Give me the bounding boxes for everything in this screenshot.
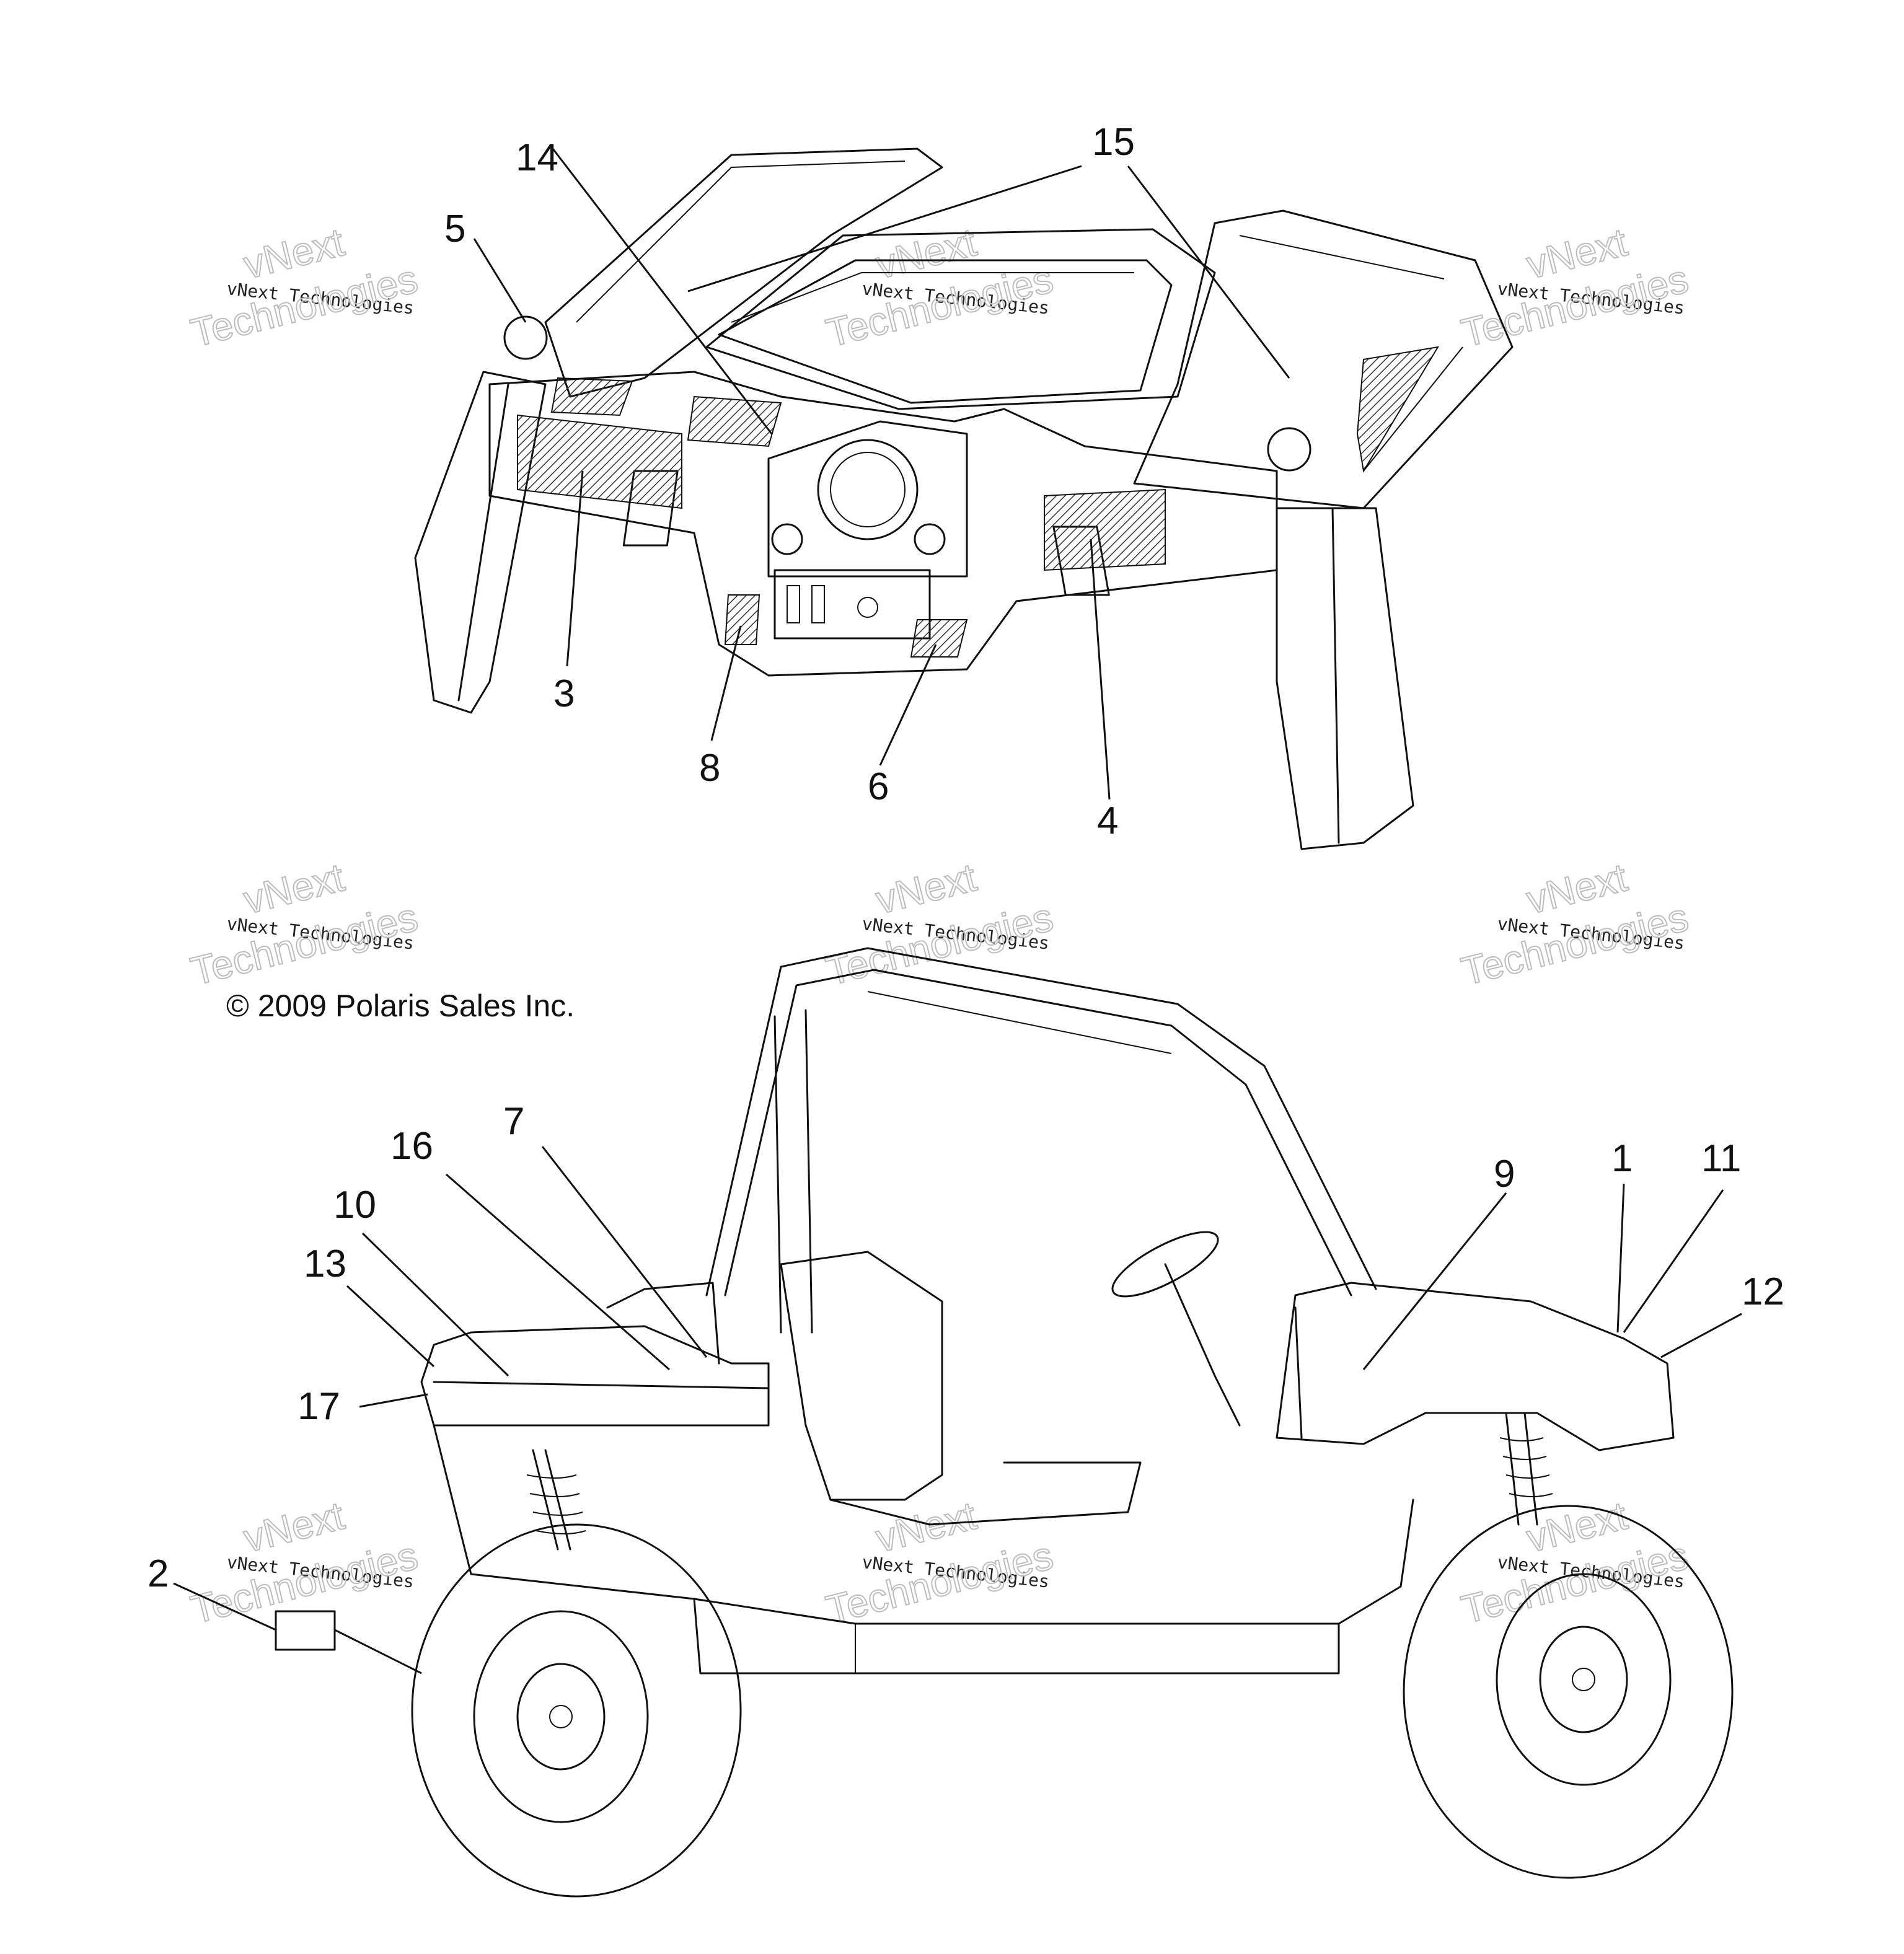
callout-17: 17 xyxy=(298,1385,340,1428)
dashboard-assembly xyxy=(414,147,1514,850)
decal-14 xyxy=(687,395,782,447)
speaker-right-icon xyxy=(1267,427,1311,472)
svg-text:Technologies: Technologies xyxy=(187,894,422,993)
callout-14: 14 xyxy=(516,136,558,179)
svg-text:Technologies: Technologies xyxy=(187,1533,422,1632)
vehicle-side-view xyxy=(275,947,1734,1898)
decal-6 xyxy=(910,619,968,658)
decal-5-area xyxy=(550,377,633,416)
watermark-8: vNext vNext Technologies Technologies xyxy=(821,1492,1058,1632)
decal-2 xyxy=(275,1610,336,1651)
callout-9: 9 xyxy=(1494,1153,1515,1195)
callout-1: 1 xyxy=(1611,1137,1633,1180)
rear-wheel xyxy=(411,1523,742,1898)
callout-10: 10 xyxy=(333,1184,376,1226)
watermark-9: vNext vNext Technologies Technologies xyxy=(1457,1492,1693,1632)
watermark-2: vNext vNext Technologies Technologies xyxy=(821,219,1058,356)
svg-text:vNext: vNext xyxy=(871,855,981,922)
decal-8 xyxy=(724,594,760,645)
speaker-left-icon xyxy=(503,315,548,360)
watermark-1: vNext vNext Technologies Technologies xyxy=(186,219,423,356)
leader-lines xyxy=(173,148,1742,1675)
decal-3 xyxy=(517,414,682,509)
callout-8: 8 xyxy=(699,747,720,790)
svg-text:vNext: vNext xyxy=(239,855,348,922)
svg-text:vNext: vNext xyxy=(239,1493,348,1560)
callout-16: 16 xyxy=(390,1125,433,1168)
watermark-6: vNext vNext Technologies Technologies xyxy=(1457,854,1693,994)
side-panel-vent xyxy=(1356,346,1439,473)
callout-11: 11 xyxy=(1701,1137,1741,1180)
svg-text:Technologies: Technologies xyxy=(822,1533,1057,1632)
callout-7: 7 xyxy=(503,1100,524,1143)
callout-4: 4 xyxy=(1097,799,1118,842)
callout-15: 15 xyxy=(1092,121,1135,164)
callout-2: 2 xyxy=(148,1552,169,1595)
watermark-4: vNext vNext Technologies Technologies xyxy=(186,854,423,994)
front-wheel xyxy=(1403,1505,1734,1879)
callout-6: 6 xyxy=(868,765,889,808)
decal-4 xyxy=(1044,488,1166,571)
copyright-text: © 2009 Polaris Sales Inc. xyxy=(226,988,575,1023)
callout-13: 13 xyxy=(304,1243,346,1285)
callout-12: 12 xyxy=(1742,1270,1784,1313)
callout-5: 5 xyxy=(444,208,465,250)
svg-text:vNext: vNext xyxy=(871,1493,981,1560)
svg-text:Technologies: Technologies xyxy=(822,894,1057,993)
callout-labels: 14 15 5 3 8 6 4 7 16 10 13 17 2 9 1 11 1… xyxy=(148,121,1784,1595)
watermarks: vNext vNext Technologies Technologies vN… xyxy=(186,219,1693,1632)
watermark-3: vNext vNext Technologies Technologies xyxy=(1457,219,1693,356)
callout-3: 3 xyxy=(553,672,575,715)
